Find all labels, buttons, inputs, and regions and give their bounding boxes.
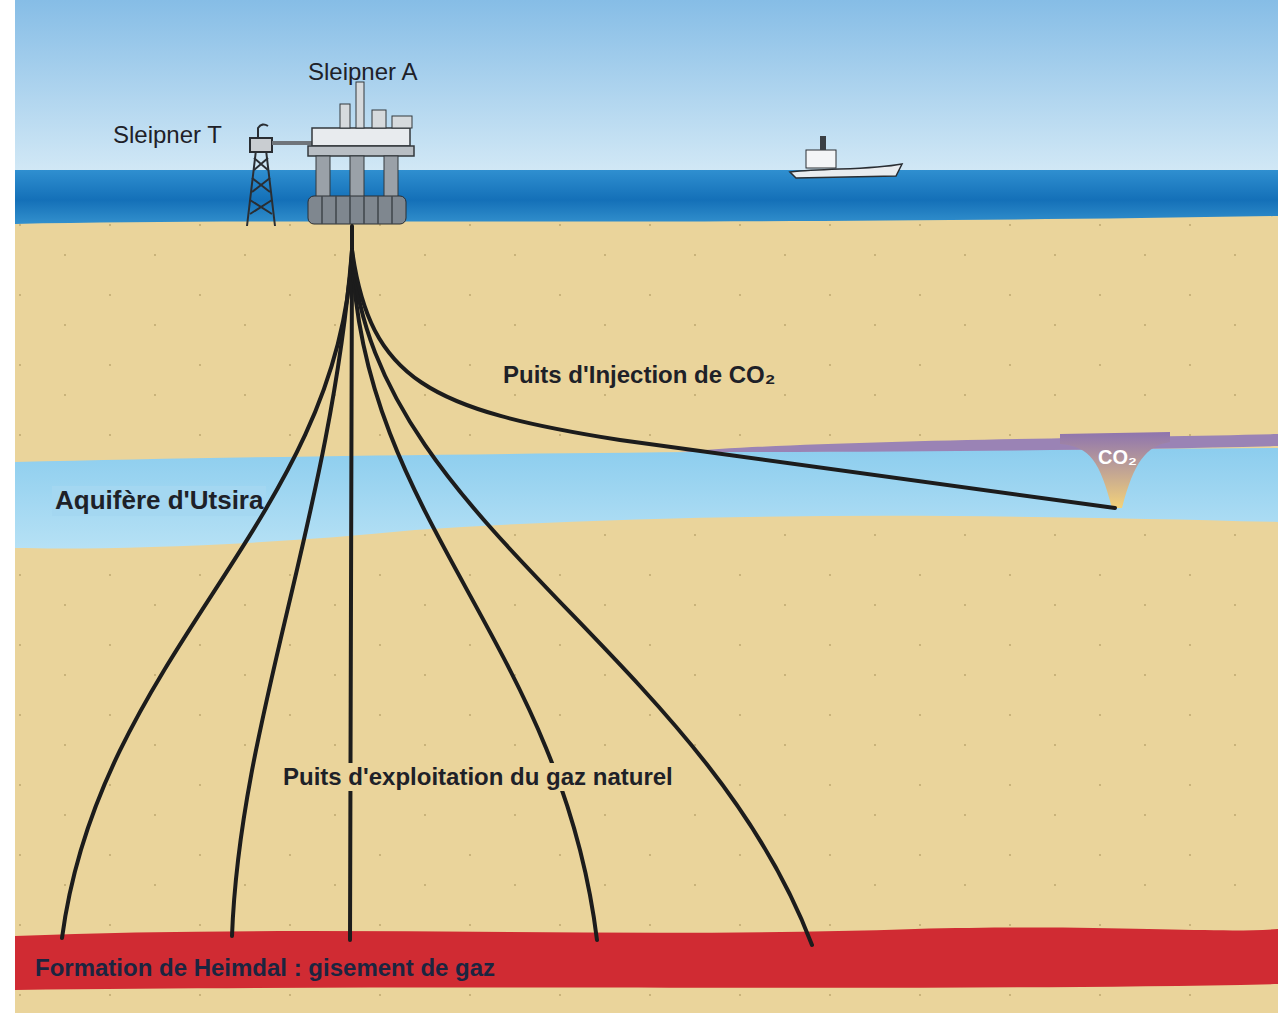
gas-well [62, 226, 352, 938]
sediment-texture [15, 216, 1278, 1013]
co2-plume-outline [1060, 430, 1170, 512]
co2-plume: CO₂ [1060, 430, 1170, 512]
heimdal-gas-reservoir: Formation de Heimdal : gisement de gaz [15, 912, 1278, 1002]
platform-name: Sleipner T [113, 121, 222, 149]
gas-well [232, 250, 352, 936]
ship [790, 136, 902, 178]
gas-well [350, 250, 352, 940]
co2-plume-text: CO₂ [1098, 446, 1137, 469]
gas-well [352, 250, 812, 945]
bridge [272, 141, 312, 145]
platform-name: Sleipner A [308, 58, 417, 86]
heimdal-gas-reservoir-text: Formation de Heimdal : gisement de gaz [35, 954, 495, 982]
sleipner-t-platform [247, 124, 275, 226]
sky [15, 0, 1278, 175]
well-label: Puits d'exploitation du gaz naturel [280, 763, 676, 791]
utsira-aquifer-band-text: Aquifère d'Utsira [52, 486, 266, 516]
gas-well [352, 250, 597, 940]
sediment [15, 216, 1278, 1013]
sleipner-a-platform [308, 82, 414, 224]
utsira-aquifer-band: Aquifère d'Utsira CO₂ [15, 428, 1278, 568]
well-label: Puits d'Injection de CO₂ [500, 361, 778, 389]
